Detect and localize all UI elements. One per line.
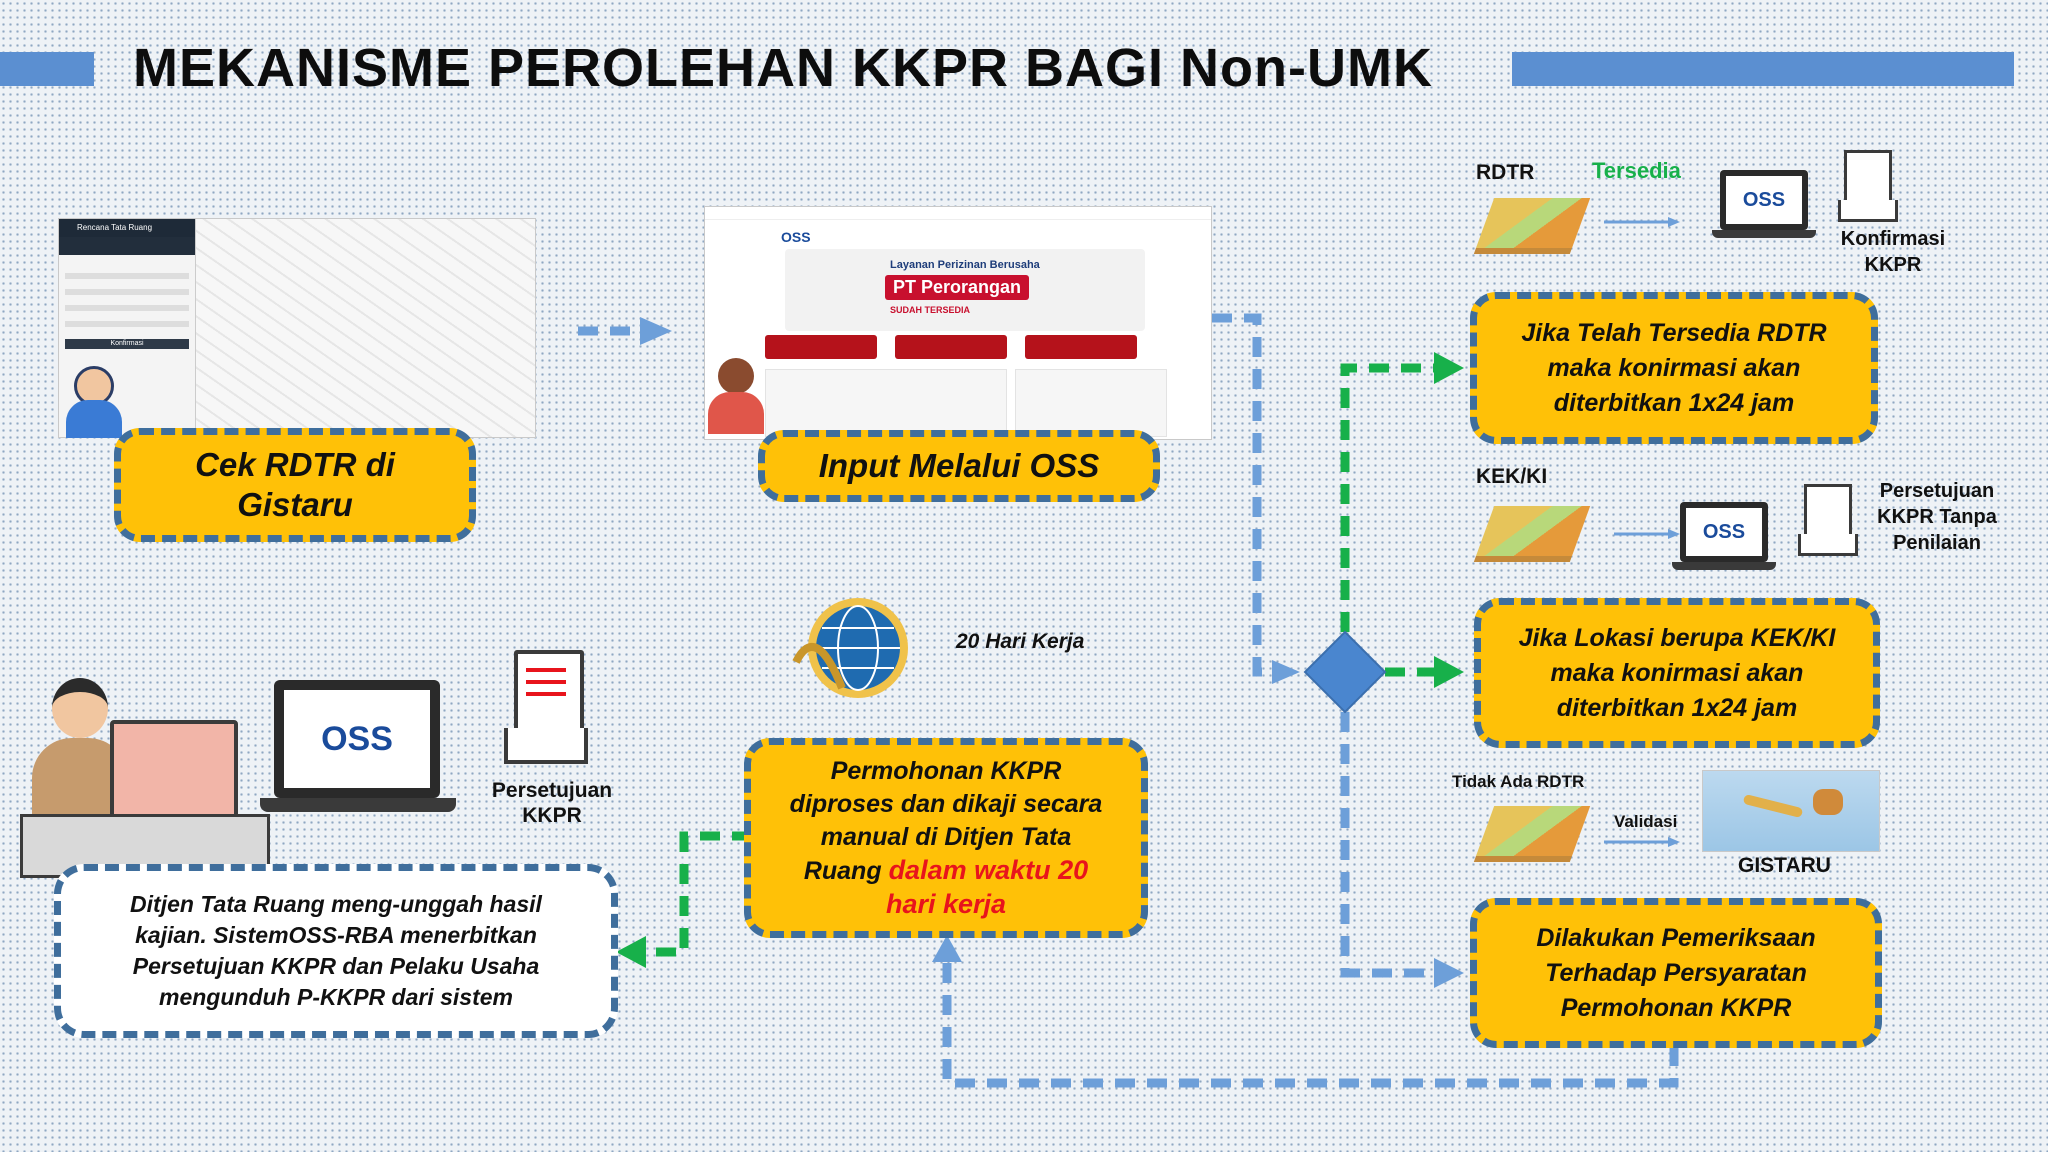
arrowhead-periksa [1434, 958, 1464, 988]
decision-diamond [1303, 630, 1387, 714]
gistaru-map-thumbnail [1702, 770, 1880, 852]
validasi-label: Validasi [1614, 812, 1678, 831]
rdtr-label: RDTR [1476, 161, 1535, 184]
rdtr-map-tile-icon [1472, 192, 1596, 258]
tidak-ada-rdtr-label: Tidak Ada RDTR [1452, 772, 1585, 791]
tidak-map-tile-icon [1472, 800, 1596, 866]
tersedia-label: Tersedia [1592, 158, 1681, 183]
step-cek-rdtr: Cek RDTR di Gistaru [114, 428, 476, 542]
arrowhead-oss [640, 317, 672, 345]
persetujuan-tanpa-penilaian-label: Persetujuan KKPR Tanpa Penilaian [1877, 480, 1997, 554]
gistaru-konfirmasi-button[interactable]: Konfirmasi [65, 339, 189, 349]
oss-user-illustration [718, 358, 754, 394]
page-title: MEKANISME PEROLEHAN KKPR BAGI Non-UMK [133, 38, 1433, 98]
arrow-periksa-to-permohonan [942, 957, 1679, 1088]
gistaru-map [196, 219, 535, 437]
title-bar-right [1512, 52, 2014, 86]
title-bar-left [0, 52, 94, 86]
hari-kerja-label: 20 Hari Kerja [956, 630, 1085, 653]
step-input-oss: Input Melalui OSS [758, 430, 1160, 502]
laptop-oss-icon: OSS [260, 680, 456, 826]
officer-illustration [20, 668, 270, 878]
laptop-oss-small-kek: OSS [1672, 502, 1776, 580]
step-permohonan: Permohonan KKPR diproses dan dikaji seca… [744, 738, 1148, 938]
gistaru-screenshot: Rencana Tata Ruang Konfirmasi [58, 218, 536, 438]
document-download-icon [504, 650, 588, 768]
arrowhead-permohonan [932, 935, 962, 962]
persetujuan-kkpr-label: Persetujuan KKPR [491, 779, 613, 827]
kek-map-tile-icon [1472, 500, 1596, 566]
gistaru-label: GISTARU [1738, 854, 1831, 877]
oss-banner: Layanan Perizinan Berusaha PT Perorangan… [785, 249, 1145, 331]
konfirmasi-kkpr-label: Konfirmasi KKPR [1840, 228, 1946, 276]
gistaru-sidebar: Rencana Tata Ruang Konfirmasi [59, 219, 196, 437]
konfirmasi-document-icon [1838, 150, 1898, 224]
oss-logo-large: OSS [321, 719, 393, 758]
person-illustration [74, 366, 114, 406]
oss-screen-logo: OSS [781, 229, 811, 245]
atr-globe-logo [786, 592, 916, 710]
step-ditjen: Ditjen Tata Ruang meng-unggah hasil kaji… [54, 864, 618, 1038]
oss-screenshot: OSS Layanan Perizinan Berusaha PT Perora… [704, 206, 1212, 440]
box-kek-ki: Jika Lokasi berupa KEK/KI maka konirmasi… [1474, 598, 1880, 748]
arrow-decision-to-rdtr [1340, 363, 1440, 632]
box-rdtr-tersedia: Jika Telah Tersedia RDTR maka konirmasi … [1470, 292, 1878, 444]
arrow-oss-to-decision [1212, 313, 1285, 677]
arrowhead-decision [1272, 660, 1300, 684]
arrow-decision-to-periksa [1340, 712, 1440, 978]
gistaru-header: Rencana Tata Ruang [59, 219, 195, 237]
laptop-oss-small-rdtr: OSS [1712, 170, 1816, 248]
box-pemeriksaan: Dilakukan Pemeriksaan Terhadap Persyarat… [1470, 898, 1882, 1048]
arrow-permohonan-to-ditjen [640, 831, 752, 957]
kek-ki-label: KEK/KI [1476, 465, 1548, 488]
kek-document-icon [1798, 484, 1858, 558]
